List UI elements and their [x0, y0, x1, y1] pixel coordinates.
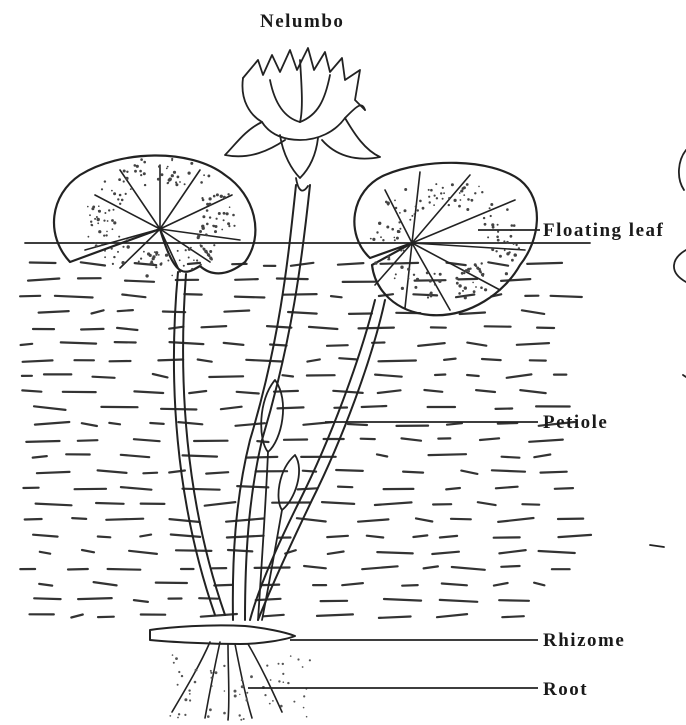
right-leaf-veins: [375, 172, 525, 310]
left-leaf: [54, 155, 255, 277]
water-dashes: [20, 262, 591, 618]
left-leaf-stipple: [87, 158, 236, 278]
label-floating-leaf: Floating leaf: [543, 220, 664, 241]
label-root: Root: [543, 679, 588, 700]
right-leaf-stipple: [370, 183, 520, 299]
right-leaf: [354, 163, 537, 315]
label-petiole: Petiole: [543, 412, 608, 433]
roots: [169, 642, 311, 721]
diagram-title: Nelumbo: [260, 11, 344, 32]
label-rhizome: Rhizome: [543, 630, 625, 651]
rhizome: [150, 625, 295, 644]
cropped-neighbour-drawing: [650, 150, 686, 547]
lotus-flower: [225, 48, 380, 191]
water-body: [20, 243, 591, 618]
